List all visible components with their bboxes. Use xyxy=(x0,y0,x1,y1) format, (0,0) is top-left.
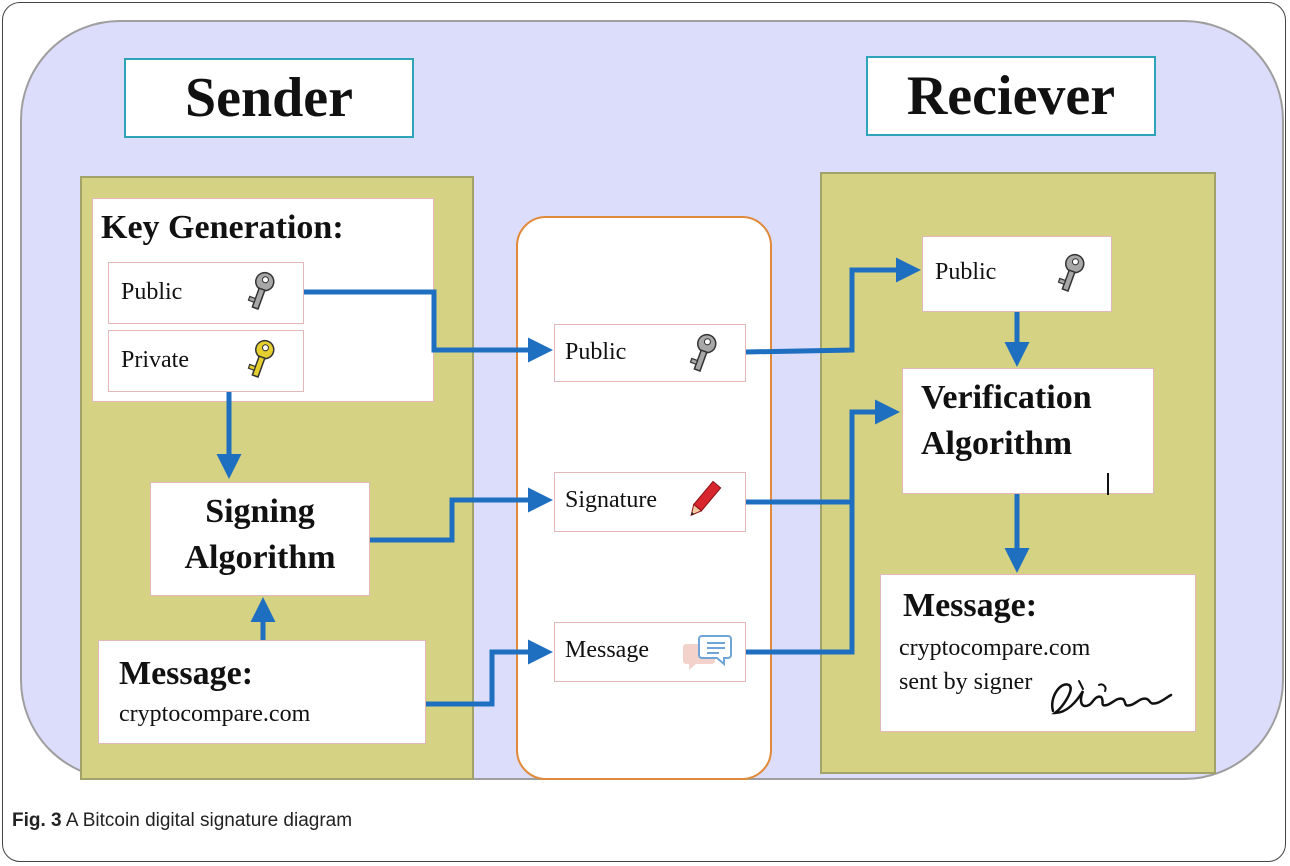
figure-number: Fig. 3 xyxy=(12,810,62,831)
sender-message-text: cryptocompare.com xyxy=(119,701,311,727)
channel-public-box: Public xyxy=(554,324,746,382)
sender-title: Sender xyxy=(185,67,353,129)
key-generation-heading: Key Generation: xyxy=(101,209,344,246)
receiver-public-key-icon xyxy=(1057,253,1085,292)
private-key-icon xyxy=(247,339,275,378)
text-cursor xyxy=(1107,473,1109,495)
arrow-signing-to-channel xyxy=(370,487,553,543)
public-key-icon xyxy=(247,271,275,310)
receiver-public-key-box: Public xyxy=(922,236,1112,312)
signing-algorithm-box: Signing Algorithm xyxy=(150,482,370,596)
signing-line1: Signing xyxy=(205,493,315,530)
figure-caption: Fig. 3 A Bitcoin digital signature diagr… xyxy=(12,810,352,832)
chat-bubbles-icon xyxy=(683,635,732,670)
sender-private-label: Private xyxy=(121,347,189,373)
arrow-message-to-channel xyxy=(426,639,553,707)
signing-line2: Algorithm xyxy=(184,539,336,576)
arrow-channel-public-to-receiver xyxy=(745,257,921,355)
receiver-title: Reciever xyxy=(906,65,1116,127)
caption-text: A Bitcoin digital signature diagram xyxy=(65,810,353,831)
sender-public-label: Public xyxy=(121,279,183,305)
arrow-channel-message-to-verification xyxy=(746,502,855,655)
arrow-public-to-channel xyxy=(304,289,553,363)
channel-signature-box: Signature xyxy=(554,472,746,532)
receiver-message-box: Message: cryptocompare.com sent by signe… xyxy=(880,574,1196,732)
verification-algorithm-box: Verification Algorithm xyxy=(902,368,1154,495)
signature-image xyxy=(1050,680,1173,715)
verification-line1: Verification xyxy=(921,379,1092,416)
channel-message-label: Message xyxy=(565,637,649,663)
receiver-title-box: Reciever xyxy=(866,56,1156,136)
receiver-message-line1: cryptocompare.com xyxy=(899,635,1091,661)
pencil-icon xyxy=(690,480,722,517)
sender-private-key-box: Private xyxy=(108,330,304,392)
sender-title-box: Sender xyxy=(124,58,414,138)
receiver-message-line2: sent by signer xyxy=(899,669,1033,695)
receiver-public-label: Public xyxy=(935,259,997,285)
sender-message-box: Message: cryptocompare.com xyxy=(98,640,426,744)
arrow-channel-signature-to-verification xyxy=(746,399,900,505)
verification-line2: Algorithm xyxy=(921,425,1073,462)
sender-public-key-box: Public xyxy=(108,262,304,324)
channel-public-label: Public xyxy=(565,339,627,365)
sender-message-heading: Message: xyxy=(119,655,254,692)
receiver-message-heading: Message: xyxy=(903,587,1038,624)
channel-public-key-icon xyxy=(689,333,717,372)
channel-signature-label: Signature xyxy=(565,487,657,513)
